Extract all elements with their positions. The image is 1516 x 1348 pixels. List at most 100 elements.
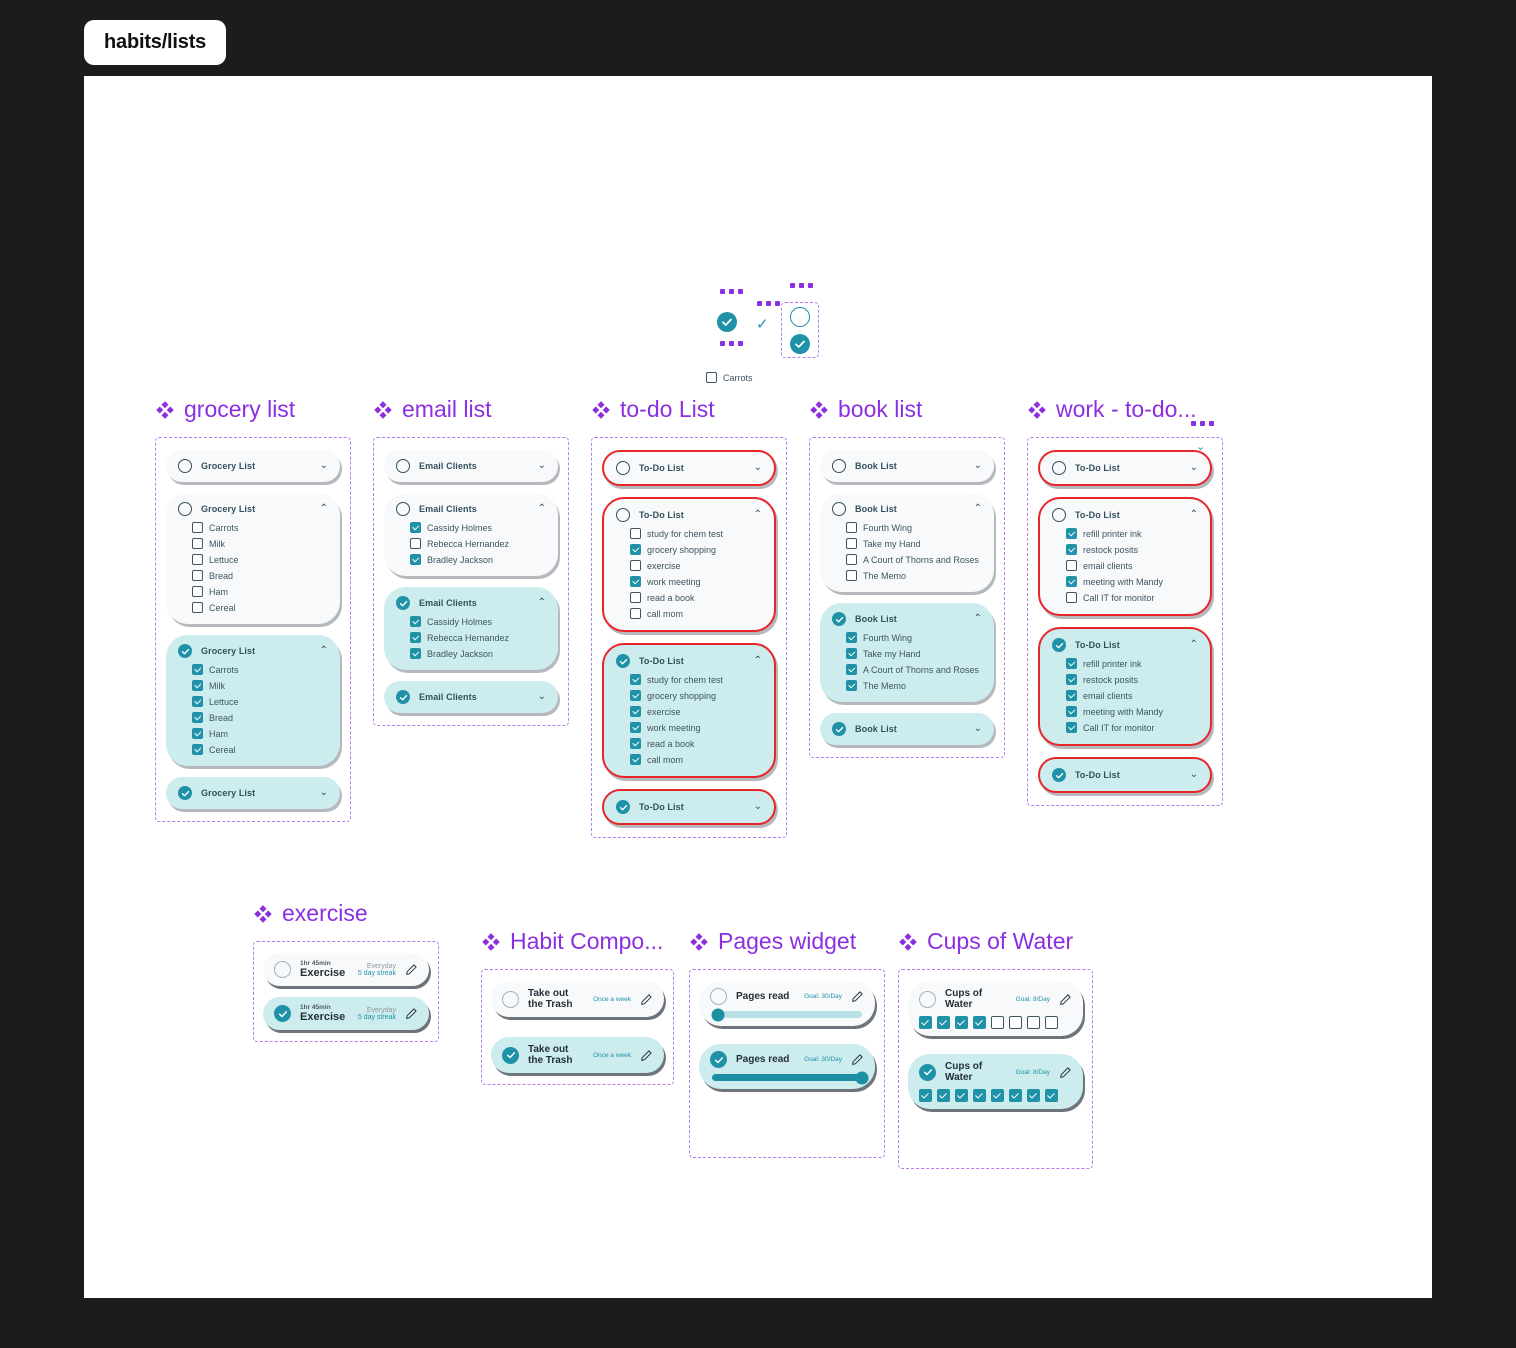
unchecked-circle-icon[interactable]: [832, 502, 846, 516]
card-header[interactable]: To-Do List ⌄: [1052, 768, 1198, 782]
list-card[interactable]: To-Do List ⌄: [602, 789, 776, 825]
checkbox-box[interactable]: [192, 664, 203, 675]
section-overflow-menu[interactable]: ⌄: [1191, 421, 1214, 453]
checkbox-box[interactable]: [846, 538, 857, 549]
list-card[interactable]: Grocery List ⌄: [166, 777, 340, 809]
edit-pencil-icon[interactable]: [405, 963, 418, 976]
list-item[interactable]: meeting with Mandy: [1066, 576, 1198, 587]
water-checkbox[interactable]: [1045, 1016, 1058, 1029]
checkbox-box[interactable]: [1066, 658, 1077, 669]
list-item[interactable]: A Court of Thorns and Roses: [846, 554, 982, 565]
unchecked-circle-icon[interactable]: [396, 459, 410, 473]
water-row-card[interactable]: Cups of Water Goal: 8/Day: [908, 981, 1083, 1036]
card-header[interactable]: Grocery List ⌄: [178, 459, 328, 473]
checkbox-box[interactable]: [192, 570, 203, 581]
checkbox-box[interactable]: [410, 522, 421, 533]
checked-circle-icon[interactable]: [710, 1051, 727, 1068]
list-card[interactable]: Grocery List ⌃ Carrots Milk Lettuce Brea…: [166, 635, 340, 766]
chevron-up-icon[interactable]: ⌃: [319, 645, 328, 656]
chevron-up-icon[interactable]: ⌃: [753, 655, 762, 666]
checkbox-box[interactable]: [630, 722, 641, 733]
list-item[interactable]: Call IT for monitor: [1066, 722, 1198, 733]
list-item[interactable]: Cassidy Holmes: [410, 616, 546, 627]
three-dots-icon[interactable]: [720, 289, 743, 294]
checked-circle-icon[interactable]: [396, 690, 410, 704]
list-card[interactable]: To-Do List ⌄: [602, 450, 776, 486]
list-item[interactable]: The Memo: [846, 570, 982, 581]
list-card[interactable]: Book List ⌃ Fourth Wing Take my Hand A C…: [820, 493, 994, 592]
checkbox-box[interactable]: [410, 616, 421, 627]
water-checkbox[interactable]: [955, 1089, 968, 1102]
card-header[interactable]: To-Do List ⌃: [616, 654, 762, 668]
water-checkbox[interactable]: [991, 1089, 1004, 1102]
list-item[interactable]: grocery shopping: [630, 690, 762, 701]
checked-circle-icon[interactable]: [396, 596, 410, 610]
checked-circle-icon[interactable]: [616, 654, 630, 668]
list-item[interactable]: read a book: [630, 592, 762, 603]
three-dots-icon[interactable]: [1191, 421, 1214, 426]
unchecked-circle-icon[interactable]: [919, 990, 936, 1008]
list-item[interactable]: grocery shopping: [630, 544, 762, 555]
three-dots-icon[interactable]: [757, 301, 780, 306]
unchecked-circle-icon[interactable]: [616, 461, 630, 475]
list-item[interactable]: study for chem test: [630, 674, 762, 685]
chevron-down-icon[interactable]: ⌄: [319, 787, 328, 798]
list-card[interactable]: To-Do List ⌄: [1038, 757, 1212, 793]
slider-knob[interactable]: [855, 1071, 869, 1084]
card-header[interactable]: Grocery List ⌃: [178, 644, 328, 658]
list-item[interactable]: Bread: [192, 712, 328, 723]
edit-pencil-icon[interactable]: [640, 1049, 653, 1062]
card-header[interactable]: Email Clients ⌃: [396, 596, 546, 610]
checkbox-box[interactable]: [846, 664, 857, 675]
card-header[interactable]: To-Do List ⌃: [1052, 508, 1198, 522]
checkbox-box[interactable]: [192, 586, 203, 597]
list-item[interactable]: email clients: [1066, 690, 1198, 701]
list-card[interactable]: Book List ⌄: [820, 713, 994, 745]
water-checkbox[interactable]: [919, 1016, 932, 1029]
checkbox-box[interactable]: [630, 560, 641, 571]
unchecked-circle-icon[interactable]: [502, 990, 519, 1008]
checkbox-box[interactable]: [192, 696, 203, 707]
checkbox-box[interactable]: [630, 608, 641, 619]
card-header[interactable]: To-Do List ⌄: [616, 800, 762, 814]
checkbox-box[interactable]: [630, 592, 641, 603]
checkbox-box[interactable]: [846, 522, 857, 533]
checked-circle-icon[interactable]: [832, 612, 846, 626]
unchecked-circle-icon[interactable]: [790, 307, 810, 327]
list-card[interactable]: Book List ⌃ Fourth Wing Take my Hand A C…: [820, 603, 994, 702]
list-item[interactable]: work meeting: [630, 576, 762, 587]
edit-pencil-icon[interactable]: [1059, 993, 1072, 1006]
checked-circle-icon[interactable]: [178, 786, 192, 800]
chevron-up-icon[interactable]: ⌃: [537, 597, 546, 608]
list-item[interactable]: Take my Hand: [846, 648, 982, 659]
water-checkbox[interactable]: [973, 1016, 986, 1029]
chevron-down-icon[interactable]: ⌄: [537, 691, 546, 702]
list-card[interactable]: To-Do List ⌃ refill printer ink restock …: [1038, 497, 1212, 616]
water-checkbox[interactable]: [991, 1016, 1004, 1029]
list-item[interactable]: Carrots: [192, 664, 328, 675]
unchecked-circle-icon[interactable]: [274, 961, 291, 978]
checkbox-box[interactable]: [630, 544, 641, 555]
checkbox-box[interactable]: [846, 632, 857, 643]
list-card[interactable]: Email Clients ⌃ Cassidy Holmes Rebecca H…: [384, 587, 558, 670]
checkbox-box[interactable]: [630, 690, 641, 701]
water-checkbox[interactable]: [1027, 1089, 1040, 1102]
list-card[interactable]: Email Clients ⌄: [384, 681, 558, 713]
checkbox-box[interactable]: [1066, 576, 1077, 587]
card-header[interactable]: Email Clients ⌄: [396, 690, 546, 704]
card-header[interactable]: Grocery List ⌃: [178, 502, 328, 516]
water-checkbox[interactable]: [973, 1089, 986, 1102]
list-item[interactable]: Call IT for monitor: [1066, 592, 1198, 603]
chevron-down-icon[interactable]: ⌄: [1196, 441, 1206, 453]
checkbox-box[interactable]: [706, 372, 717, 383]
exercise-row[interactable]: 1hr 45min Exercise Everyday 5 day streak: [263, 997, 429, 1030]
checkbox-box[interactable]: [630, 706, 641, 717]
checkbox-box[interactable]: [410, 538, 421, 549]
list-item[interactable]: Ham: [192, 728, 328, 739]
checkbox-box[interactable]: [1066, 560, 1077, 571]
checkbox-box[interactable]: [192, 538, 203, 549]
checkbox-box[interactable]: [1066, 592, 1077, 603]
checked-circle-icon[interactable]: [1052, 638, 1066, 652]
checkbox-box[interactable]: [846, 554, 857, 565]
list-item[interactable]: email clients: [1066, 560, 1198, 571]
